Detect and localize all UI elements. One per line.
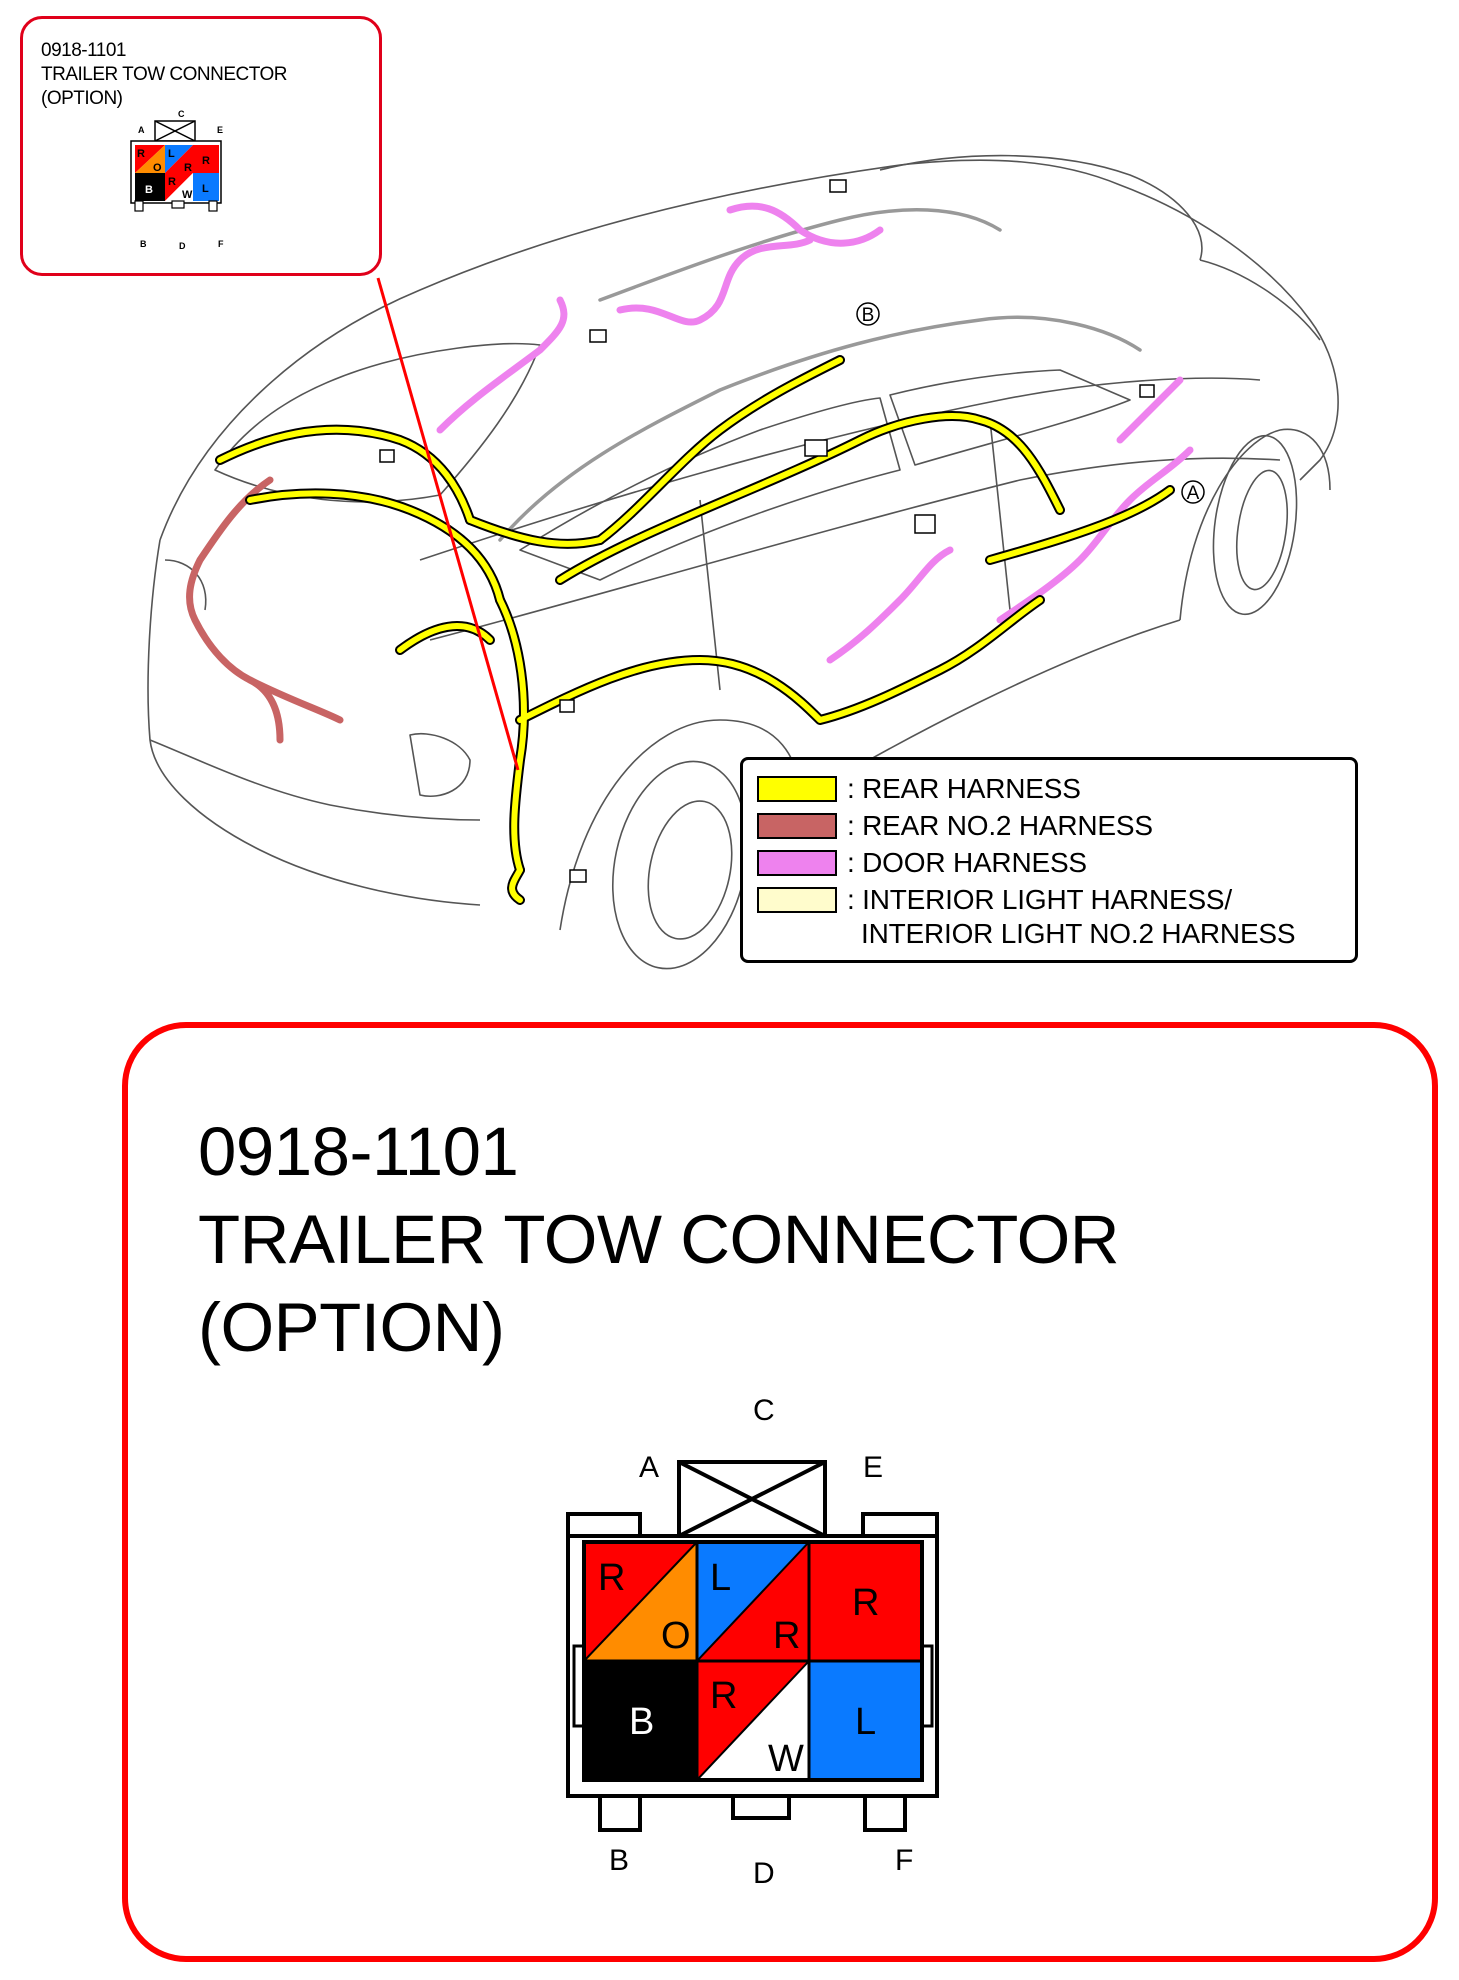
pin-a-bottom-label: O bbox=[661, 1615, 691, 1657]
legend-label-interior-light-harness: : INTERIOR LIGHT HARNESS/ bbox=[847, 884, 1232, 915]
pin-letter-f-small: F bbox=[218, 239, 224, 249]
pin-letter-b-small: B bbox=[140, 239, 147, 249]
legend-label-door-harness: : DOOR HARNESS bbox=[847, 847, 1087, 878]
connector-option: (OPTION) bbox=[198, 1289, 505, 1366]
callout-a-label: A bbox=[1187, 483, 1200, 504]
pin-d-top-label: R bbox=[710, 1675, 737, 1717]
swatch-door-harness bbox=[757, 850, 837, 876]
callout-leader-line bbox=[376, 277, 520, 771]
pin-letter-b: B bbox=[609, 1844, 629, 1877]
pin-a-bottom-small: O bbox=[153, 162, 162, 174]
callout-a: A bbox=[1181, 480, 1205, 504]
pin-f-label: L bbox=[855, 1701, 876, 1743]
pin-f-solid-small: L bbox=[202, 183, 209, 195]
interior-light-harness bbox=[498, 208, 1142, 542]
swatch-rear-harness bbox=[757, 776, 837, 802]
pin-b-solid-small: B bbox=[145, 184, 153, 196]
connector-callout-large: 0918-1101 TRAILER TOW CONNECTOR (OPTION)… bbox=[122, 1022, 1438, 1962]
pin-b-label: B bbox=[629, 1701, 654, 1743]
legend-item-interior-light-harness: : INTERIOR LIGHT HARNESS/ bbox=[757, 884, 1232, 915]
callout-b: B bbox=[856, 302, 880, 326]
pin-letter-c-small: C bbox=[178, 109, 185, 119]
door-harness bbox=[436, 202, 1194, 664]
pin-d-top-small: R bbox=[168, 176, 176, 188]
rear-harness-fill bbox=[217, 357, 1173, 903]
pin-letter-f: F bbox=[895, 1844, 913, 1877]
pin-letter-d: D bbox=[753, 1857, 775, 1890]
legend-item-door-harness: : DOOR HARNESS bbox=[757, 847, 1087, 878]
pin-letter-d-small: D bbox=[179, 241, 186, 251]
connector-face-small: A C E B D F R O L R R B R W bbox=[130, 109, 224, 251]
pin-e-label: R bbox=[852, 1582, 879, 1624]
harness-legend: : REAR HARNESS : REAR NO.2 HARNESS : DOO… bbox=[740, 757, 1358, 963]
pin-f-blue bbox=[809, 1661, 922, 1780]
callout-small-text: 0918-1101 TRAILER TOW CONNECTOR (OPTION) bbox=[41, 39, 288, 111]
pin-e-red bbox=[809, 1542, 922, 1661]
pin-letter-e-small: E bbox=[217, 125, 223, 135]
swatch-interior-light-harness bbox=[757, 887, 837, 913]
rear-no2-harness bbox=[186, 476, 344, 744]
connector-option-small: (OPTION) bbox=[41, 88, 123, 109]
legend-item-rear-harness: : REAR HARNESS bbox=[757, 773, 1081, 804]
connector-code-small: 0918-1101 bbox=[41, 40, 126, 61]
callout-b-label: B bbox=[862, 305, 875, 326]
pin-letter-e: E bbox=[863, 1451, 883, 1484]
pin-c-bottom-small: R bbox=[184, 162, 192, 174]
pin-e-solid-small: R bbox=[202, 155, 210, 167]
pin-a-top-label: R bbox=[598, 1557, 625, 1599]
legend-label-rear-harness: : REAR HARNESS bbox=[847, 773, 1081, 804]
pin-c-top-label: L bbox=[710, 1557, 731, 1599]
legend-label-rear-no2-harness: : REAR NO.2 HARNESS bbox=[847, 810, 1153, 841]
pin-d-bottom-small: W bbox=[182, 189, 193, 201]
connector-name: TRAILER TOW CONNECTOR bbox=[198, 1201, 1120, 1278]
pin-letter-a: A bbox=[639, 1451, 659, 1484]
connector-callout-small: 0918-1101 TRAILER TOW CONNECTOR (OPTION)… bbox=[20, 16, 382, 276]
harness-connectors bbox=[379, 179, 1155, 883]
pin-d-bottom-label: W bbox=[768, 1738, 804, 1780]
connector-code: 0918-1101 bbox=[198, 1113, 519, 1190]
connector-face: C A E B D F bbox=[566, 1394, 939, 1890]
connector-name-small: TRAILER TOW CONNECTOR bbox=[41, 64, 288, 85]
pin-c-top-small: L bbox=[168, 148, 175, 160]
legend-item-rear-no2-harness: : REAR NO.2 HARNESS bbox=[757, 810, 1153, 841]
pin-c-bottom-label: R bbox=[773, 1615, 800, 1657]
callout-large-text: 0918-1101 TRAILER TOW CONNECTOR (OPTION) bbox=[198, 1108, 1120, 1372]
pin-a-top-small: R bbox=[137, 148, 145, 160]
pin-letter-c: C bbox=[753, 1394, 775, 1427]
swatch-rear-no2-harness bbox=[757, 813, 837, 839]
pin-letter-a-small: A bbox=[138, 125, 145, 135]
legend-label-interior-light-no2: INTERIOR LIGHT NO.2 HARNESS bbox=[861, 918, 1296, 949]
pin-b-black bbox=[584, 1661, 697, 1780]
